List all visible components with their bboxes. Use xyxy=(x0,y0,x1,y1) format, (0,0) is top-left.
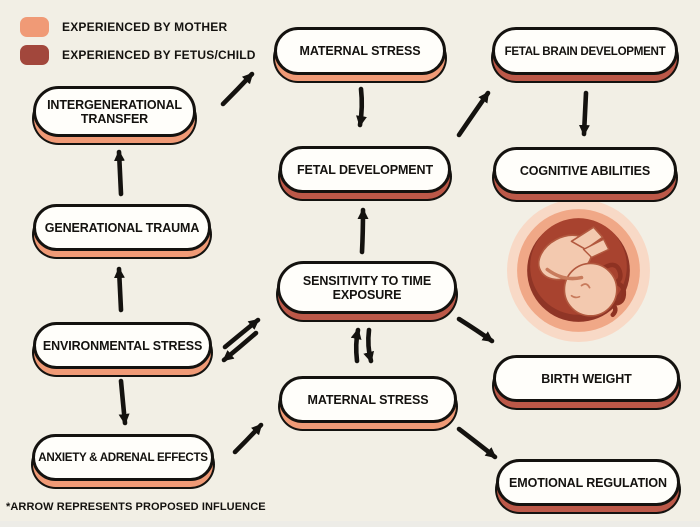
node-emotional-regulation: EMOTIONAL REGULATION xyxy=(496,459,680,506)
node-fetal-brain-development: FETAL BRAIN DEVELOPMENT xyxy=(492,27,678,75)
arrow-sensitivity-to-maternal-lower xyxy=(363,327,374,364)
node-label: MATERNAL STRESS xyxy=(307,392,429,407)
node-intergenerational-transfer: INTERGENERATIONAL TRANSFER xyxy=(33,86,196,137)
node-label: GENERATIONAL TRAUMA xyxy=(44,220,200,235)
bottom-edge-strip xyxy=(0,521,700,527)
legend-label-mother: EXPERIENCED BY MOTHER xyxy=(62,19,228,34)
arrow-maternal-lower-to-sensitivity xyxy=(350,327,362,364)
legend-item-mother: EXPERIENCED BY MOTHER xyxy=(20,16,256,37)
arrow-fetal-development-to-fetal-brain xyxy=(456,90,491,138)
arrow-intergenerational-to-maternal-top xyxy=(220,71,255,107)
arrow-maternal-lower-to-emotional xyxy=(456,426,498,460)
arrow-environmental-to-anxiety xyxy=(118,378,130,426)
node-label: MATERNAL STRESS xyxy=(299,44,421,58)
arrow-anxiety-to-maternal-lower xyxy=(232,422,264,455)
node-environmental-stress: ENVIRONMENTAL STRESS xyxy=(33,322,212,369)
footnote: *ARROW REPRESENTS PROPOSED INFLUENCE xyxy=(6,501,266,513)
arrow-environmental-to-sensitivity xyxy=(222,317,261,350)
node-label: FETAL DEVELOPMENT xyxy=(296,162,434,177)
node-cognitive-abilities: COGNITIVE ABILITIES xyxy=(493,147,677,194)
legend: EXPERIENCED BY MOTHER EXPERIENCED BY FET… xyxy=(20,16,256,72)
arrow-sensitivity-to-birth-weight xyxy=(456,316,495,344)
arrow-maternal-top-to-fetal-development xyxy=(356,86,367,128)
fetus-child-color-swatch xyxy=(20,44,49,65)
arrow-environmental-to-generational xyxy=(113,266,125,313)
node-label: BIRTH WEIGHT xyxy=(541,371,632,386)
legend-label-fetus-child: EXPERIENCED BY FETUS/CHILD xyxy=(62,47,256,62)
node-label: SENSITIVITY TO TIME EXPOSURE xyxy=(302,273,432,302)
node-maternal-stress-top: MATERNAL STRESS xyxy=(274,27,446,75)
node-label: INTERGENERATIONAL TRANSFER xyxy=(47,97,182,126)
node-maternal-stress-lower: MATERNAL STRESS xyxy=(279,376,457,423)
node-fetal-development: FETAL DEVELOPMENT xyxy=(279,146,451,193)
fetus-in-womb-illustration xyxy=(505,197,652,344)
node-label: COGNITIVE ABILITIES xyxy=(519,163,651,178)
node-generational-trauma: GENERATIONAL TRAUMA xyxy=(33,204,211,251)
node-anxiety-adrenal-effects: ANXIETY & ADRENAL EFFECTS xyxy=(32,434,214,481)
node-label: EMOTIONAL REGULATION xyxy=(509,475,667,490)
node-label: ENVIRONMENTAL STRESS xyxy=(42,338,203,353)
node-label: FETAL BRAIN DEVELOPMENT xyxy=(504,44,666,58)
arrow-sensitivity-to-fetal-development xyxy=(357,207,369,255)
fetus-illustration-graphic xyxy=(507,199,650,342)
node-label: ANXIETY & ADRENAL EFFECTS xyxy=(38,451,208,464)
mother-color-swatch xyxy=(20,16,49,37)
node-sensitivity-to-time-exposure: SENSITIVITY TO TIME EXPOSURE xyxy=(277,261,457,314)
arrow-fetal-brain-to-cognitive xyxy=(578,90,590,137)
arrow-generational-to-intergenerational xyxy=(113,149,125,197)
arrow-sensitivity-to-environmental xyxy=(221,330,259,363)
legend-item-fetus-child: EXPERIENCED BY FETUS/CHILD xyxy=(20,44,256,65)
node-birth-weight: BIRTH WEIGHT xyxy=(493,355,680,402)
